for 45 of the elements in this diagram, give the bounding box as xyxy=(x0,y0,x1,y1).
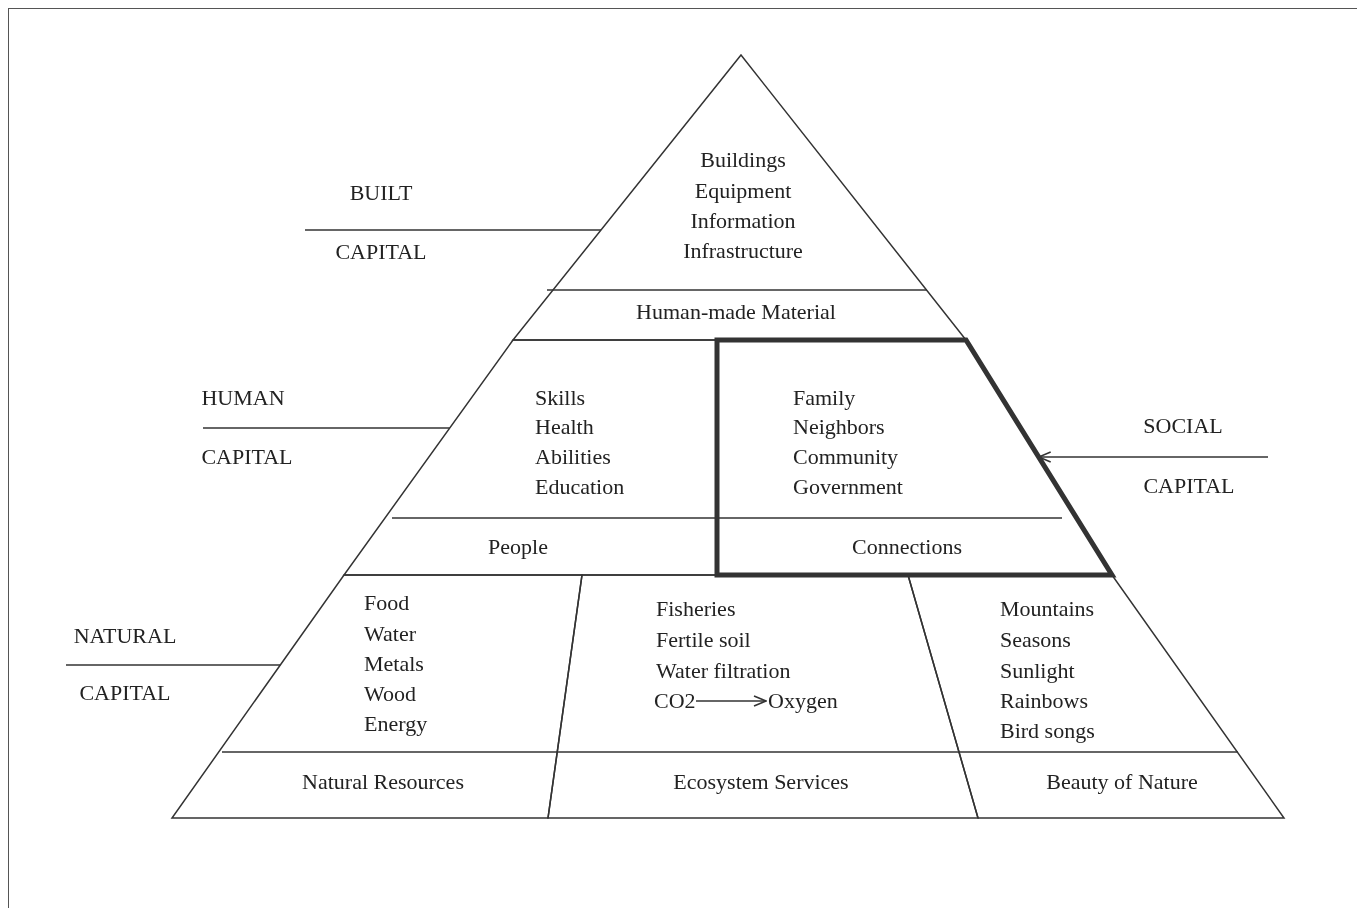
item-text: Neighbors xyxy=(793,414,885,440)
leader-line xyxy=(459,229,602,231)
item-text: Food xyxy=(364,590,410,616)
capital-label: NATURAL xyxy=(73,623,177,649)
leader-line xyxy=(319,427,451,429)
item-text: Rainbows xyxy=(1000,688,1088,714)
capital-label: CAPITAL xyxy=(79,680,171,706)
item-text: CO2 xyxy=(654,688,696,714)
item-text: Fertile soil xyxy=(656,627,751,653)
item-text: Wood xyxy=(364,681,416,707)
category-label: Human-made Material xyxy=(636,299,836,325)
item-text: Education xyxy=(535,474,625,500)
arrow xyxy=(695,695,767,707)
capital-label: HUMAN xyxy=(201,385,285,411)
item-text: Seasons xyxy=(1000,627,1071,653)
item-text: Skills xyxy=(535,385,586,411)
category-label: People xyxy=(488,534,548,560)
category-label: Ecosystem Services xyxy=(673,769,849,795)
item-text: Energy xyxy=(364,711,428,737)
item-text: Sunlight xyxy=(1000,658,1075,684)
capital-label: BUILT xyxy=(349,180,413,206)
item-text: Mountains xyxy=(1000,596,1095,622)
item-text: Water xyxy=(364,621,416,647)
item-text: Information xyxy=(690,208,796,234)
item-text: Family xyxy=(793,385,856,411)
item-text: Government xyxy=(793,474,903,500)
category-label: Natural Resources xyxy=(302,769,464,795)
item-text: Metals xyxy=(364,651,424,677)
capital-label: CAPITAL xyxy=(335,239,427,265)
item-text: Abilities xyxy=(535,444,611,470)
category-label: Connections xyxy=(852,534,962,560)
item-text: Infrastructure xyxy=(683,238,803,264)
item-text: Equipment xyxy=(694,178,792,204)
capital-label: SOCIAL xyxy=(1143,413,1223,439)
leader-line xyxy=(189,664,282,666)
item-text: Fisheries xyxy=(656,596,736,622)
item-text: Oxygen xyxy=(768,688,838,714)
capital-label: CAPITAL xyxy=(1143,473,1235,499)
item-text: Water filtration xyxy=(656,658,791,684)
item-text: Bird songs xyxy=(1000,718,1095,744)
item-text: Buildings xyxy=(700,147,786,173)
capital-label: CAPITAL xyxy=(201,444,293,470)
category-label: Beauty of Nature xyxy=(1046,769,1198,795)
item-text: Health xyxy=(535,414,594,440)
item-text: Community xyxy=(793,444,899,470)
